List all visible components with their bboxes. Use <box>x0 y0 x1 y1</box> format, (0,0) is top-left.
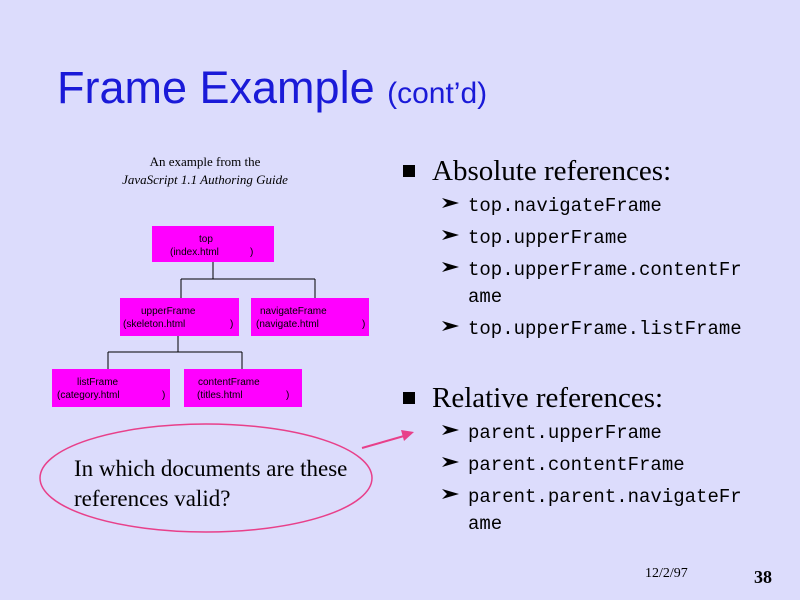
node-top-name: top <box>199 234 213 245</box>
page-number: 38 <box>754 567 772 587</box>
caption-line-2: JavaScript 1.1 Authoring Guide <box>122 172 288 187</box>
arrowhead-bullet-icon <box>442 425 459 435</box>
tree-node-navigate-frame: navigateFrame (navigate.html ) <box>251 298 369 336</box>
node-upper-page: (skeleton.html <box>123 319 186 330</box>
tree-node-list-frame: listFrame (category.html ) <box>52 369 170 407</box>
relative-heading: Relative references: <box>432 382 664 414</box>
node-list-page: (category.html <box>57 390 120 401</box>
title-main: Frame Example <box>57 62 375 113</box>
arrowhead-bullet-icon <box>442 262 459 272</box>
arrowhead-bullet-icon <box>442 457 459 467</box>
node-top-page: (index.html <box>170 247 219 258</box>
square-bullet-icon <box>403 165 415 177</box>
arrowhead-bullet-icon <box>442 489 459 499</box>
title-sub: (cont’d) <box>387 77 488 110</box>
tree-node-top: top (index.html ) <box>152 226 274 262</box>
tree-node-content-frame: contentFrame (titles.html ) <box>184 369 302 407</box>
node-content-name: contentFrame <box>198 377 260 388</box>
slide-date: 12/2/97 <box>645 566 688 581</box>
node-navigate-page: (navigate.html <box>256 319 319 330</box>
slide-title: Frame Example (cont’d) <box>57 62 487 120</box>
node-upper-name: upperFrame <box>141 306 196 317</box>
node-list-name: listFrame <box>77 377 119 388</box>
question-text: In which documents are these references … <box>74 456 348 511</box>
node-navigate-name: navigateFrame <box>260 306 327 317</box>
tree-node-upper-frame: upperFrame (skeleton.html ) <box>120 298 239 336</box>
caption-line-1: An example from the <box>149 154 261 169</box>
absolute-heading: Absolute references: <box>432 155 672 187</box>
callout-arrow-line <box>361 435 405 449</box>
arrowhead-bullet-icon <box>442 198 459 208</box>
arrowhead-bullet-icon <box>442 230 459 240</box>
question-ellipse <box>39 423 373 533</box>
tree-caption: An example from the JavaScript 1.1 Autho… <box>60 153 350 189</box>
arrowhead-bullet-icon <box>442 321 459 331</box>
node-content-page: (titles.html <box>197 390 243 401</box>
callout-arrowhead-icon <box>401 430 414 441</box>
square-bullet-icon <box>403 392 415 404</box>
